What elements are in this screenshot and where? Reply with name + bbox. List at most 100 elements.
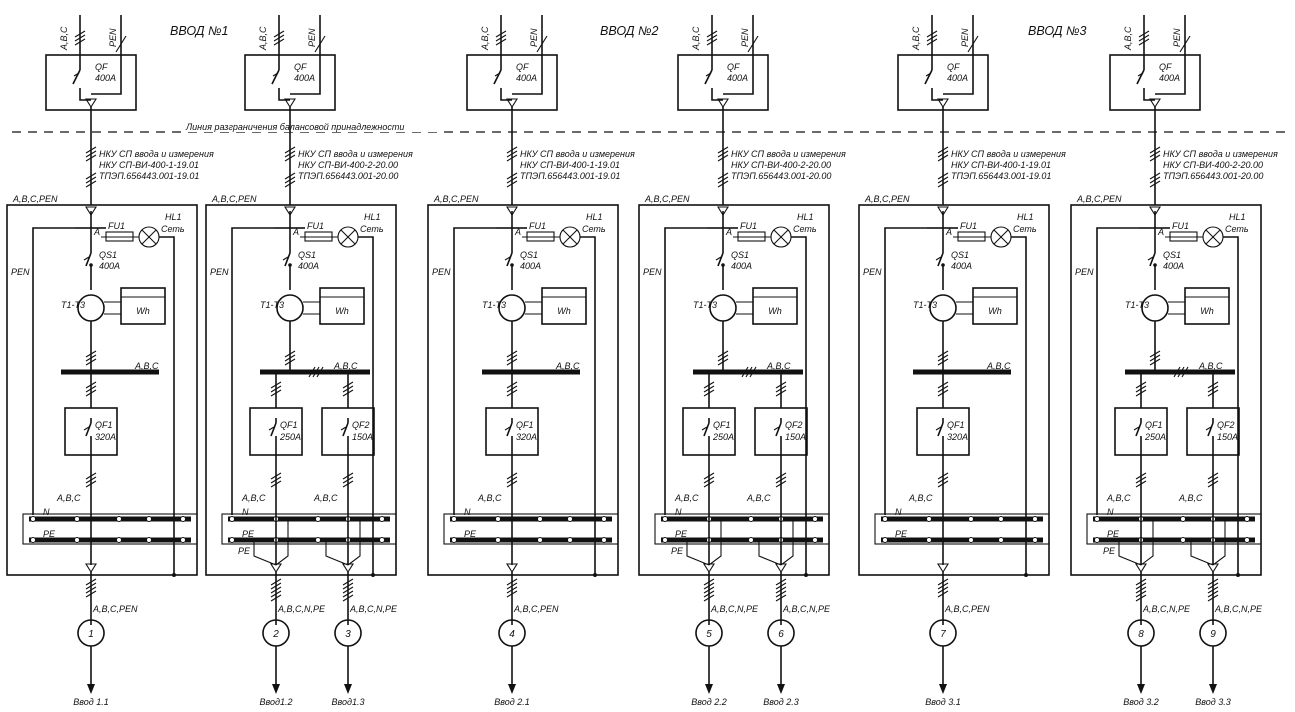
connector-terminal bbox=[284, 206, 296, 217]
panel-spec-line: ТПЭП.656443.001-20.00 bbox=[298, 171, 398, 181]
n-bus-label: N bbox=[43, 507, 50, 517]
arrow-icon bbox=[87, 684, 95, 694]
breaker-contact bbox=[268, 418, 277, 455]
panel-spec-line: НКУ СП ввода и измерения bbox=[298, 149, 413, 159]
pe-bus-label: PE bbox=[895, 529, 908, 539]
breaker-contact bbox=[935, 418, 944, 455]
panel-incoming-type: A,B,C,PEN bbox=[211, 194, 257, 204]
conductor-count-mark bbox=[342, 381, 354, 397]
output-label: Ввод1.3 bbox=[332, 697, 365, 707]
lamp-sublabel: Сеть bbox=[161, 224, 185, 234]
ct-label: T1-T3 bbox=[482, 300, 506, 310]
lamp-label: HL1 bbox=[586, 212, 603, 222]
conductor-count-mark bbox=[937, 172, 949, 188]
output-type: A,B,C,N,PE bbox=[782, 604, 831, 614]
breaker-contact bbox=[1205, 418, 1214, 455]
conductor-count-mark bbox=[270, 381, 282, 397]
output-number: 2 bbox=[272, 629, 279, 640]
incoming-breaker-name: QF bbox=[516, 62, 529, 72]
incoming-breaker-rating: 400A bbox=[95, 73, 116, 83]
ct-label: T1-T3 bbox=[61, 300, 85, 310]
breaker-rating: 150A bbox=[785, 432, 806, 442]
busbar-label: A,B,C bbox=[1198, 361, 1223, 371]
connector-terminal bbox=[506, 98, 518, 109]
connector-terminal bbox=[937, 206, 949, 217]
output-type: A,B,C,PEN bbox=[513, 604, 559, 614]
incoming-breaker-rating: 400A bbox=[1159, 73, 1180, 83]
fuse-label: FU1 bbox=[740, 221, 757, 231]
switch-qs1 bbox=[83, 248, 92, 290]
incoming-breaker-name: QF bbox=[947, 62, 960, 72]
conductor-count-mark bbox=[342, 578, 354, 602]
breaker-name: QF1 bbox=[280, 420, 298, 430]
conductor-count-mark bbox=[308, 366, 324, 378]
ct-label: T1-T3 bbox=[913, 300, 937, 310]
conductor-count-mark bbox=[775, 472, 787, 488]
lamp-label: HL1 bbox=[797, 212, 814, 222]
meter-label: Wh bbox=[1200, 306, 1214, 316]
switch-qs1 bbox=[1147, 248, 1156, 290]
connector-terminal bbox=[506, 206, 518, 217]
pen-side-label: PEN bbox=[643, 267, 662, 277]
switch-qs1 bbox=[935, 248, 944, 290]
n-bus-label: N bbox=[464, 507, 471, 517]
lamp-label: HL1 bbox=[165, 212, 182, 222]
conductor-count-mark bbox=[506, 172, 518, 188]
output-type: A,B,C,N,PE bbox=[1214, 604, 1263, 614]
incoming-breaker-rating: 400A bbox=[727, 73, 748, 83]
output-type: A,B,C,PEN bbox=[92, 604, 138, 614]
lamp-sublabel: Сеть bbox=[1013, 224, 1037, 234]
panel-spec-line: ТПЭП.656443.001-20.00 bbox=[1163, 171, 1263, 181]
lamp-sublabel: Сеть bbox=[1225, 224, 1249, 234]
energy-meter bbox=[319, 287, 365, 325]
panel-spec-line: ТПЭП.656443.001-19.01 bbox=[951, 171, 1051, 181]
energy-meter bbox=[972, 287, 1018, 325]
busbar-label: A,B,C bbox=[766, 361, 791, 371]
output-label: Ввод 3.1 bbox=[925, 697, 961, 707]
breaker-rating: 320A bbox=[516, 432, 537, 442]
incoming-phases-label: A,B,C bbox=[258, 26, 268, 51]
conductor-count-mark bbox=[717, 172, 729, 188]
arrow-icon bbox=[508, 684, 516, 694]
pen-side-label: PEN bbox=[863, 267, 882, 277]
panel-incoming-type: A,B,C,PEN bbox=[433, 194, 479, 204]
breaker-name: QF1 bbox=[95, 420, 113, 430]
pe-bus-label: PE bbox=[1107, 529, 1120, 539]
incoming-phases-label: A,B,C bbox=[691, 26, 701, 51]
breaker-name: QF2 bbox=[1217, 420, 1235, 430]
pe-bus-label: PE bbox=[43, 529, 56, 539]
incoming-pen-label: PEN bbox=[529, 28, 539, 47]
connector-terminal bbox=[342, 563, 354, 574]
fuse-label: FU1 bbox=[108, 221, 125, 231]
branch-phases-label: A,B,C bbox=[56, 493, 81, 503]
ct-label: T1-T3 bbox=[693, 300, 717, 310]
breaker-contact bbox=[1133, 418, 1142, 455]
switch-rating: 400A bbox=[951, 261, 972, 271]
switch-name: QS1 bbox=[298, 250, 316, 260]
conductor-count-mark bbox=[1149, 172, 1161, 188]
breaker-rating: 250A bbox=[279, 432, 301, 442]
pen-side-label: PEN bbox=[210, 267, 229, 277]
branch-phases-label: A,B,C bbox=[746, 493, 771, 503]
energy-meter bbox=[541, 287, 587, 325]
switch-qs1 bbox=[715, 248, 724, 290]
n-pe-bus-frame bbox=[221, 513, 397, 545]
phase-a-label: A bbox=[945, 227, 952, 237]
conductor-count-mark bbox=[85, 350, 97, 366]
conductor-count-mark bbox=[717, 350, 729, 366]
pe-bus-label: PE bbox=[242, 529, 255, 539]
output-label: Ввод1.2 bbox=[260, 697, 293, 707]
energy-meter bbox=[1184, 287, 1230, 325]
